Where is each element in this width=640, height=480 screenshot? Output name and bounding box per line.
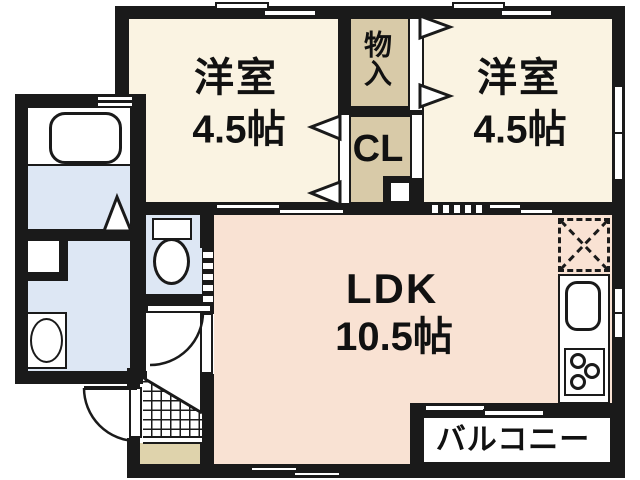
window-bedroom-right	[613, 85, 624, 134]
window-top-right	[500, 9, 553, 17]
ldk-floor	[214, 215, 612, 404]
sliding-door-bedroom-left	[215, 203, 281, 210]
wall	[612, 6, 625, 477]
toilet-bowl	[153, 238, 190, 285]
wall	[146, 294, 202, 305]
bedroom-left-size: 4.5帖	[192, 108, 286, 152]
closet-opening-right	[410, 115, 424, 178]
bedroom-left-floor	[129, 19, 338, 203]
storage-label: 物 入	[363, 29, 393, 90]
bathroom-floor	[28, 166, 133, 229]
wall	[338, 106, 424, 117]
balcony-label: バルコニー	[435, 423, 591, 457]
washbasin-bowl	[30, 318, 63, 363]
sliding-door-bedroom-right	[488, 203, 522, 210]
closet-corner-notch	[391, 183, 409, 201]
window-bathroom	[96, 101, 134, 108]
window-balcony	[424, 404, 486, 412]
sliding-door-bedroom-left	[278, 208, 345, 215]
window-top-left	[263, 9, 317, 17]
toilet-icon	[152, 218, 192, 240]
sliding-door-bedroom-right	[519, 208, 554, 215]
hall-ldk-door-panel	[200, 313, 213, 374]
wall	[15, 94, 28, 384]
wall	[410, 403, 422, 464]
balcony-box	[422, 416, 612, 464]
window-kitchen	[613, 287, 624, 314]
bedroom-right-name: 洋室	[477, 56, 561, 100]
kitchen-sink-icon	[565, 281, 601, 331]
storage-floor	[351, 19, 408, 106]
closet-opening-left	[338, 115, 351, 203]
toilet-door-arc	[149, 311, 205, 367]
refrigerator-dashed-icon	[558, 218, 610, 272]
bathtub-deck-line	[28, 164, 133, 166]
wall	[15, 272, 68, 281]
washer-space-icon	[28, 241, 59, 272]
hatch-hall-ldk-door	[202, 246, 214, 308]
porch-floor	[140, 443, 202, 464]
ldk-size: 10.5帖	[335, 315, 453, 359]
bedroom-right-size: 4.5帖	[473, 108, 567, 152]
wall	[200, 202, 214, 248]
wall	[200, 374, 214, 466]
bathtub-icon	[49, 112, 122, 164]
wall	[127, 464, 625, 478]
wall	[59, 241, 68, 281]
bedroom-right-floor	[424, 19, 612, 203]
stove-burner	[570, 374, 586, 390]
stove-burner	[570, 353, 586, 369]
front-door-panel	[129, 387, 142, 438]
window-ldk-bottom	[293, 471, 341, 477]
stove-burner	[584, 363, 600, 379]
entrance-tile-icon	[143, 379, 202, 438]
closet-label: CL	[352, 128, 404, 171]
wall	[115, 6, 129, 108]
window-bedroom-right	[613, 132, 624, 181]
wall	[338, 19, 351, 115]
window-kitchen	[613, 312, 624, 339]
bedroom-left-name: 洋室	[194, 56, 278, 100]
ldk-name: LDK	[345, 264, 439, 312]
hatch-bedroom-right-door	[426, 204, 486, 214]
storage-opening	[408, 19, 424, 110]
ldk-floor-lower	[214, 403, 410, 464]
wall	[127, 368, 140, 387]
window-top-right	[452, 2, 505, 10]
wall	[127, 438, 140, 464]
toilet-door-leaf	[146, 304, 212, 313]
wall	[15, 371, 147, 384]
front-door-leaf	[84, 386, 137, 390]
window-ldk-bottom	[250, 466, 298, 472]
window-top-left	[215, 2, 269, 10]
wall	[28, 229, 146, 241]
entrance-step	[143, 436, 202, 444]
